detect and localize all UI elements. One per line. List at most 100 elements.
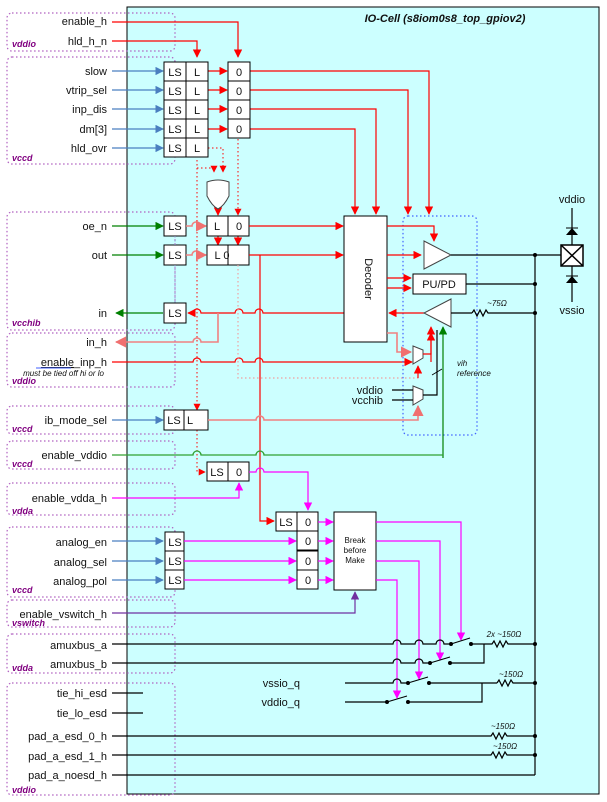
vih-reference-mux — [412, 385, 424, 406]
ls-label: LS — [168, 86, 181, 98]
bbm-label-1: Break — [345, 536, 367, 545]
zero-label: 0 — [305, 517, 311, 529]
domain-label: vccd — [12, 585, 33, 595]
vssio-q-label: vssio_q — [263, 678, 300, 690]
resistor-input-label: ~75Ω — [487, 299, 507, 308]
ls-label: LS — [279, 517, 292, 529]
ls-label: LS — [168, 308, 181, 320]
domain-group-vccd-1 — [6, 56, 176, 165]
domain-group-vdda-1 — [6, 482, 176, 516]
signal-pad-a-esd-1-h: pad_a_esd_1_h — [28, 751, 107, 763]
signal-in: in — [98, 308, 107, 320]
ls-label: LS — [168, 143, 181, 155]
latch-label: L — [194, 124, 200, 136]
signal-in-h: in_h — [86, 337, 107, 349]
ls-label: LS — [168, 250, 181, 262]
domain-label: vcchib — [12, 318, 41, 328]
domain-group-vdda-2 — [6, 633, 176, 674]
domain-group-vccd-4 — [6, 526, 176, 598]
signal-slow: slow — [85, 66, 107, 78]
domain-group-vddio-3 — [6, 682, 176, 796]
domain-group-vddio-1 — [6, 12, 176, 52]
signal-oe-n: oe_n — [83, 221, 107, 233]
ls-label: LS — [168, 537, 181, 549]
resistor-input — [471, 308, 535, 318]
latch-zero-label: L 0 — [215, 250, 230, 262]
latch-label: L — [194, 143, 200, 155]
signal-enable-inp-h-suffix: _inp_h — [73, 357, 107, 369]
signal-ib-mode-sel: ib_mode_sel — [45, 415, 107, 427]
latch-label: L — [214, 221, 220, 233]
signal-analog-en: analog_en — [56, 537, 107, 549]
decoder-block — [343, 215, 388, 343]
signal-tie-lo-esd: tie_lo_esd — [57, 708, 107, 720]
domain-label: vccd — [12, 153, 33, 163]
signal-hld-h-n: hld_h_n — [68, 36, 107, 48]
resistor-q — [496, 678, 535, 688]
domain-groups — [6, 12, 176, 796]
domain-group-vcchib — [6, 211, 176, 331]
resistor-amux — [484, 639, 535, 649]
signal-enable-vswitch-h: enable_vswitch_h — [20, 609, 107, 621]
control-wires — [112, 21, 434, 476]
tie-off-note: must be tied off hi or lo — [23, 369, 104, 378]
zero-block — [227, 118, 251, 139]
decoder-outputs — [387, 225, 439, 358]
output-buffer — [423, 240, 453, 270]
ls-label: LS — [168, 556, 181, 568]
cell-title: IO-Cell (s8iom0s8_top_gpiov2) — [365, 13, 526, 25]
zero-label: 0 — [305, 575, 311, 587]
signal-tie-hi-esd: tie_hi_esd — [57, 688, 107, 700]
ls-label: LS — [168, 221, 181, 233]
zero-block-out — [227, 244, 250, 266]
latch-block — [185, 137, 209, 158]
zero-label: 0 — [236, 124, 242, 136]
enable-mux — [412, 345, 424, 365]
signal-enable-vddio: enable_vddio — [42, 450, 107, 462]
zero-label: 0 — [305, 556, 311, 568]
pupd-label: PU/PD — [422, 279, 456, 291]
diode-up-icon — [566, 228, 578, 235]
mux-vcchib-label: vcchib — [352, 395, 383, 407]
domain-label: vccd — [12, 424, 33, 434]
latch-label: L — [194, 105, 200, 117]
signal-pad-a-noesd-h: pad_a_noesd_h — [28, 770, 107, 782]
signal-inp-dis: inp_dis — [72, 104, 107, 116]
domain-group-vddio-2 — [6, 332, 176, 388]
break-before-make-block — [333, 511, 377, 591]
ls-label: LS — [168, 575, 181, 587]
zero-label: 0 — [236, 105, 242, 117]
or-gate — [206, 179, 230, 210]
pad-vddio-label: vddio — [559, 194, 585, 206]
decoder-label: Decoder — [362, 258, 374, 300]
signal-out: out — [92, 250, 107, 262]
latch-label: L — [187, 415, 193, 427]
signal-enable-inp-h: enable_inp_h — [41, 357, 107, 369]
domain-label: vdda — [12, 663, 33, 673]
domain-label: vddio — [12, 785, 37, 795]
zero-label: 0 — [236, 221, 242, 233]
latch-label: L — [194, 67, 200, 79]
zero-label: 0 — [305, 536, 311, 548]
zero-label: 0 — [236, 67, 242, 79]
signal-dm3: dm[3] — [79, 124, 107, 136]
domain-label: vdda — [12, 506, 33, 516]
signal-analog-pol: analog_pol — [53, 576, 107, 588]
domain-label: vswitch — [12, 618, 46, 628]
ls-label: LS — [168, 105, 181, 117]
signal-pad-a-esd-0-h: pad_a_esd_0_h — [28, 731, 107, 743]
ls-label: LS — [168, 67, 181, 79]
signal-analog-sel: analog_sel — [54, 557, 107, 569]
analog-switch-network: vssio_q vddio_q 2x ~150Ω ~150Ω ~150Ω ~15… — [112, 630, 535, 776]
resistor-esd1-label: ~150Ω — [493, 742, 517, 751]
signal-hld-ovr: hld_ovr — [71, 143, 107, 155]
vddio-q-label: vddio_q — [261, 697, 300, 709]
ls-label: LS — [210, 467, 223, 479]
signal-enable-inp-h-prefix: enable — [41, 357, 74, 369]
ls-label: LS — [168, 124, 181, 136]
resistor-esd0-label: ~150Ω — [491, 722, 515, 731]
mux-vddio-label: vddio — [357, 385, 383, 397]
diode-down-icon — [566, 276, 578, 283]
resistor-q-label: ~150Ω — [499, 670, 523, 679]
signal-amuxbus-a: amuxbus_a — [50, 640, 108, 652]
